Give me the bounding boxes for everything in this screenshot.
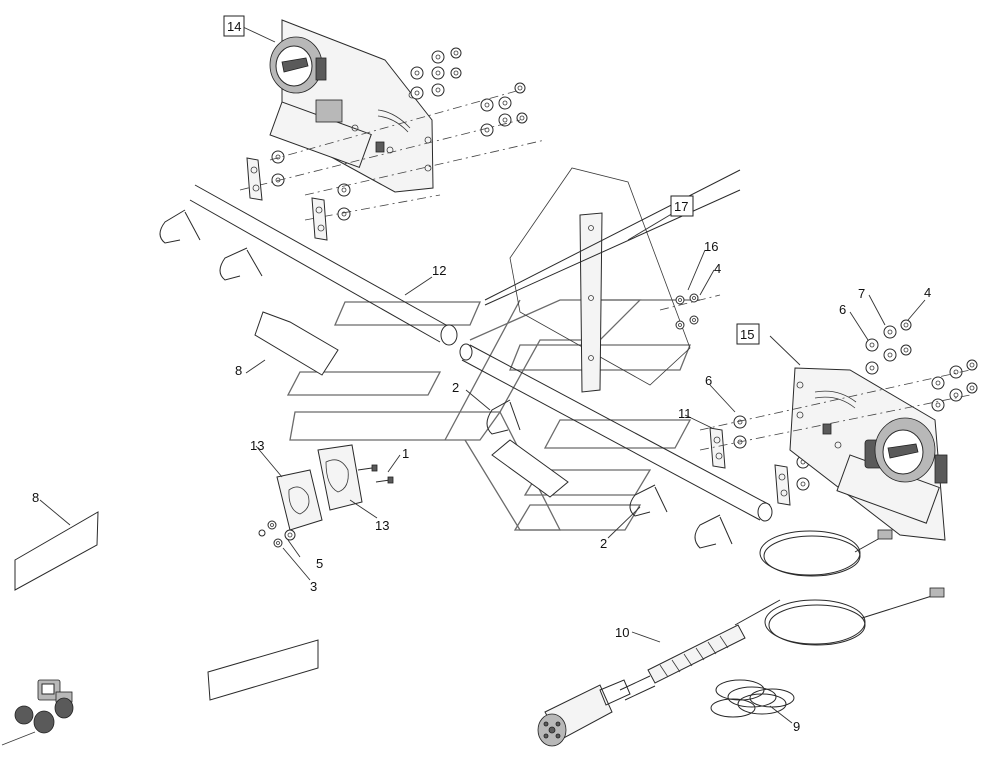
callout-4a[interactable]: 4 [714,261,721,276]
connector-plug [537,679,631,747]
callout-2b[interactable]: 2 [600,536,607,551]
callout-1[interactable]: 1 [402,446,409,461]
callout-15[interactable]: 15 [736,323,760,345]
rings-9 [710,679,795,718]
callout-6b[interactable]: 6 [705,373,712,388]
mounting-plate-15 [789,367,948,541]
callout-8a[interactable]: 8 [235,363,242,378]
bracket-plate-13b [317,444,363,511]
callout-8b[interactable]: 8 [32,490,39,505]
coiled-cable [734,529,945,646]
rotary-switch-14 [269,36,327,94]
callout-5[interactable]: 5 [316,556,323,571]
callout-17[interactable]: 17 [670,195,694,217]
svg-text:14: 14 [227,19,241,34]
screws-1 [357,464,394,484]
decal-small [491,439,569,498]
u-bolts-upper [159,209,263,281]
callout-3[interactable]: 3 [310,579,317,594]
clamp-blocks-right [709,415,810,506]
centerline-3 [304,139,546,196]
decal-8-center [254,311,339,376]
clamp-blocks-left [246,157,328,241]
centerline-6 [699,394,971,451]
centerline-5 [699,369,971,431]
rotary-switch-15 [864,417,948,484]
leader-lines [39,26,926,724]
washers-right [675,293,978,412]
mounting-plate-14 [269,19,434,193]
callout-10[interactable]: 10 [615,625,629,640]
callout-14[interactable]: 14 [223,15,245,37]
svg-text:15: 15 [740,327,754,342]
tractor-icon [1,679,74,746]
u-bolts-center [486,399,733,549]
centerline-1 [269,89,521,161]
tube-12 [189,184,458,346]
washers-5-3 [258,520,296,548]
callout-6a[interactable]: 6 [839,302,846,317]
decal-bottom [207,639,319,701]
bracket-plate-13a [276,469,323,531]
plate-bracket-17 [484,167,741,393]
callout-16[interactable]: 16 [704,239,718,254]
callout-9[interactable]: 9 [793,719,800,734]
centerline-7 [659,294,721,311]
callout-2a[interactable]: 2 [452,380,459,395]
tube-lower [459,343,773,522]
callout-4b[interactable]: 4 [924,285,931,300]
callout-13a[interactable]: 13 [250,438,264,453]
callout-13b[interactable]: 13 [375,518,389,533]
callout-7[interactable]: 7 [858,286,865,301]
washers-nuts-upper [271,47,528,221]
svg-text:17: 17 [674,199,688,214]
decal-8-left [14,511,99,591]
centerline-4 [304,194,441,221]
harness-sleeve-10 [619,624,746,701]
callout-11[interactable]: 11 [678,406,692,421]
callout-12[interactable]: 12 [432,263,446,278]
